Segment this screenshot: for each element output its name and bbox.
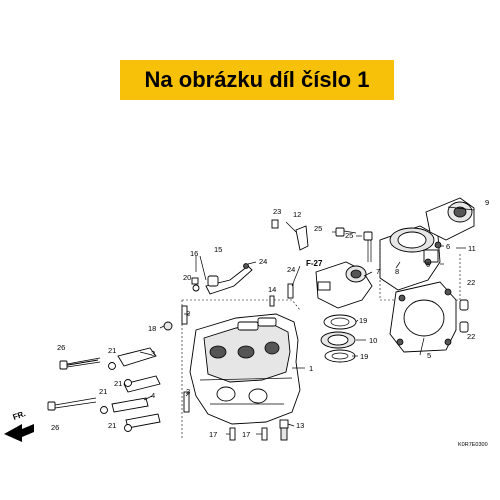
- label-22b: 22: [467, 332, 475, 341]
- air-funnel: [425, 197, 475, 241]
- dowel-22b: [459, 321, 469, 333]
- washer-20: [192, 284, 200, 292]
- bolt-23: [271, 219, 279, 229]
- label-2b: 2: [186, 387, 190, 396]
- plug-18: [163, 321, 173, 331]
- plate-4a: [111, 397, 149, 413]
- label-4: 4: [151, 391, 155, 400]
- label-19a: 19: [359, 316, 367, 325]
- stud-2a: [181, 305, 188, 325]
- tensioner-arm: [205, 263, 253, 295]
- bracket-12: [295, 225, 309, 251]
- label-16: 16: [190, 249, 198, 258]
- dowel-22a: [459, 299, 469, 311]
- label-7: 7: [376, 267, 380, 276]
- label-24b: 24: [287, 265, 295, 274]
- plate-3b: [123, 375, 161, 393]
- label-6a: 6: [446, 242, 450, 251]
- sensor-13: [279, 419, 289, 441]
- stud-17a: [229, 427, 236, 441]
- label-14: 14: [268, 285, 276, 294]
- label-15: 15: [214, 245, 222, 254]
- diagram-code: K0R7E0300: [458, 442, 488, 448]
- label-3: 3: [151, 349, 155, 358]
- bolt-26-upper: [59, 357, 101, 370]
- label-8: 8: [395, 267, 399, 276]
- front-arrow-icon: [4, 424, 34, 442]
- part-number-banner: Na obrázku díl číslo 1: [120, 60, 394, 100]
- label-20: 20: [183, 273, 191, 282]
- nut-21b: [124, 379, 132, 387]
- label-21a: 21: [108, 346, 116, 355]
- label-6b: 6: [426, 260, 430, 269]
- label-19b: 19: [360, 352, 368, 361]
- front-label: FR.: [12, 409, 27, 422]
- stud-17b: [261, 427, 268, 441]
- nut-21c: [100, 406, 108, 414]
- gasket-19-upper: [323, 314, 357, 330]
- label-9: 9: [485, 198, 489, 207]
- throttle-body: [379, 225, 441, 291]
- label-21b: 21: [114, 379, 122, 388]
- nut-21d: [124, 424, 132, 432]
- label-12: 12: [293, 210, 301, 219]
- label-10: 10: [369, 336, 377, 345]
- label-24a: 24: [259, 257, 267, 266]
- gasket-19-lower: [324, 349, 356, 363]
- plate-3a: [117, 347, 157, 367]
- label-5: 5: [427, 351, 431, 360]
- insulator-10: [320, 331, 356, 349]
- label-17a: 17: [209, 430, 217, 439]
- bolt-14: [269, 295, 275, 307]
- label-26b: 26: [51, 423, 59, 432]
- bolt-26-lower: [47, 397, 97, 411]
- banner-text: Na obrázku díl číslo 1: [144, 67, 370, 92]
- label-18: 18: [148, 324, 156, 333]
- label-1: 1: [309, 364, 313, 373]
- label-17b: 17: [242, 430, 250, 439]
- label-21c: 21: [99, 387, 107, 396]
- label-2a: 2: [186, 309, 190, 318]
- stud-2b: [183, 391, 190, 413]
- label-25a: 25: [314, 224, 322, 233]
- cylinder-head: [189, 313, 301, 425]
- label-11: 11: [468, 244, 476, 253]
- cylinder-gasket: [389, 281, 457, 353]
- nut-21a: [108, 362, 116, 370]
- label-23: 23: [273, 207, 281, 216]
- screw-6a: [434, 241, 442, 249]
- label-22a: 22: [467, 278, 475, 287]
- bolt-20: [191, 277, 199, 285]
- label-13: 13: [296, 421, 304, 430]
- screw-6b: [424, 258, 432, 266]
- label-26a: 26: [57, 343, 65, 352]
- label-21d: 21: [108, 421, 116, 430]
- label-25b: 25: [345, 231, 353, 240]
- bolt-25b: [363, 231, 373, 262]
- intake-pipe: [315, 261, 373, 309]
- ref-f27: F-27: [306, 259, 323, 268]
- bolt-24: [287, 283, 294, 299]
